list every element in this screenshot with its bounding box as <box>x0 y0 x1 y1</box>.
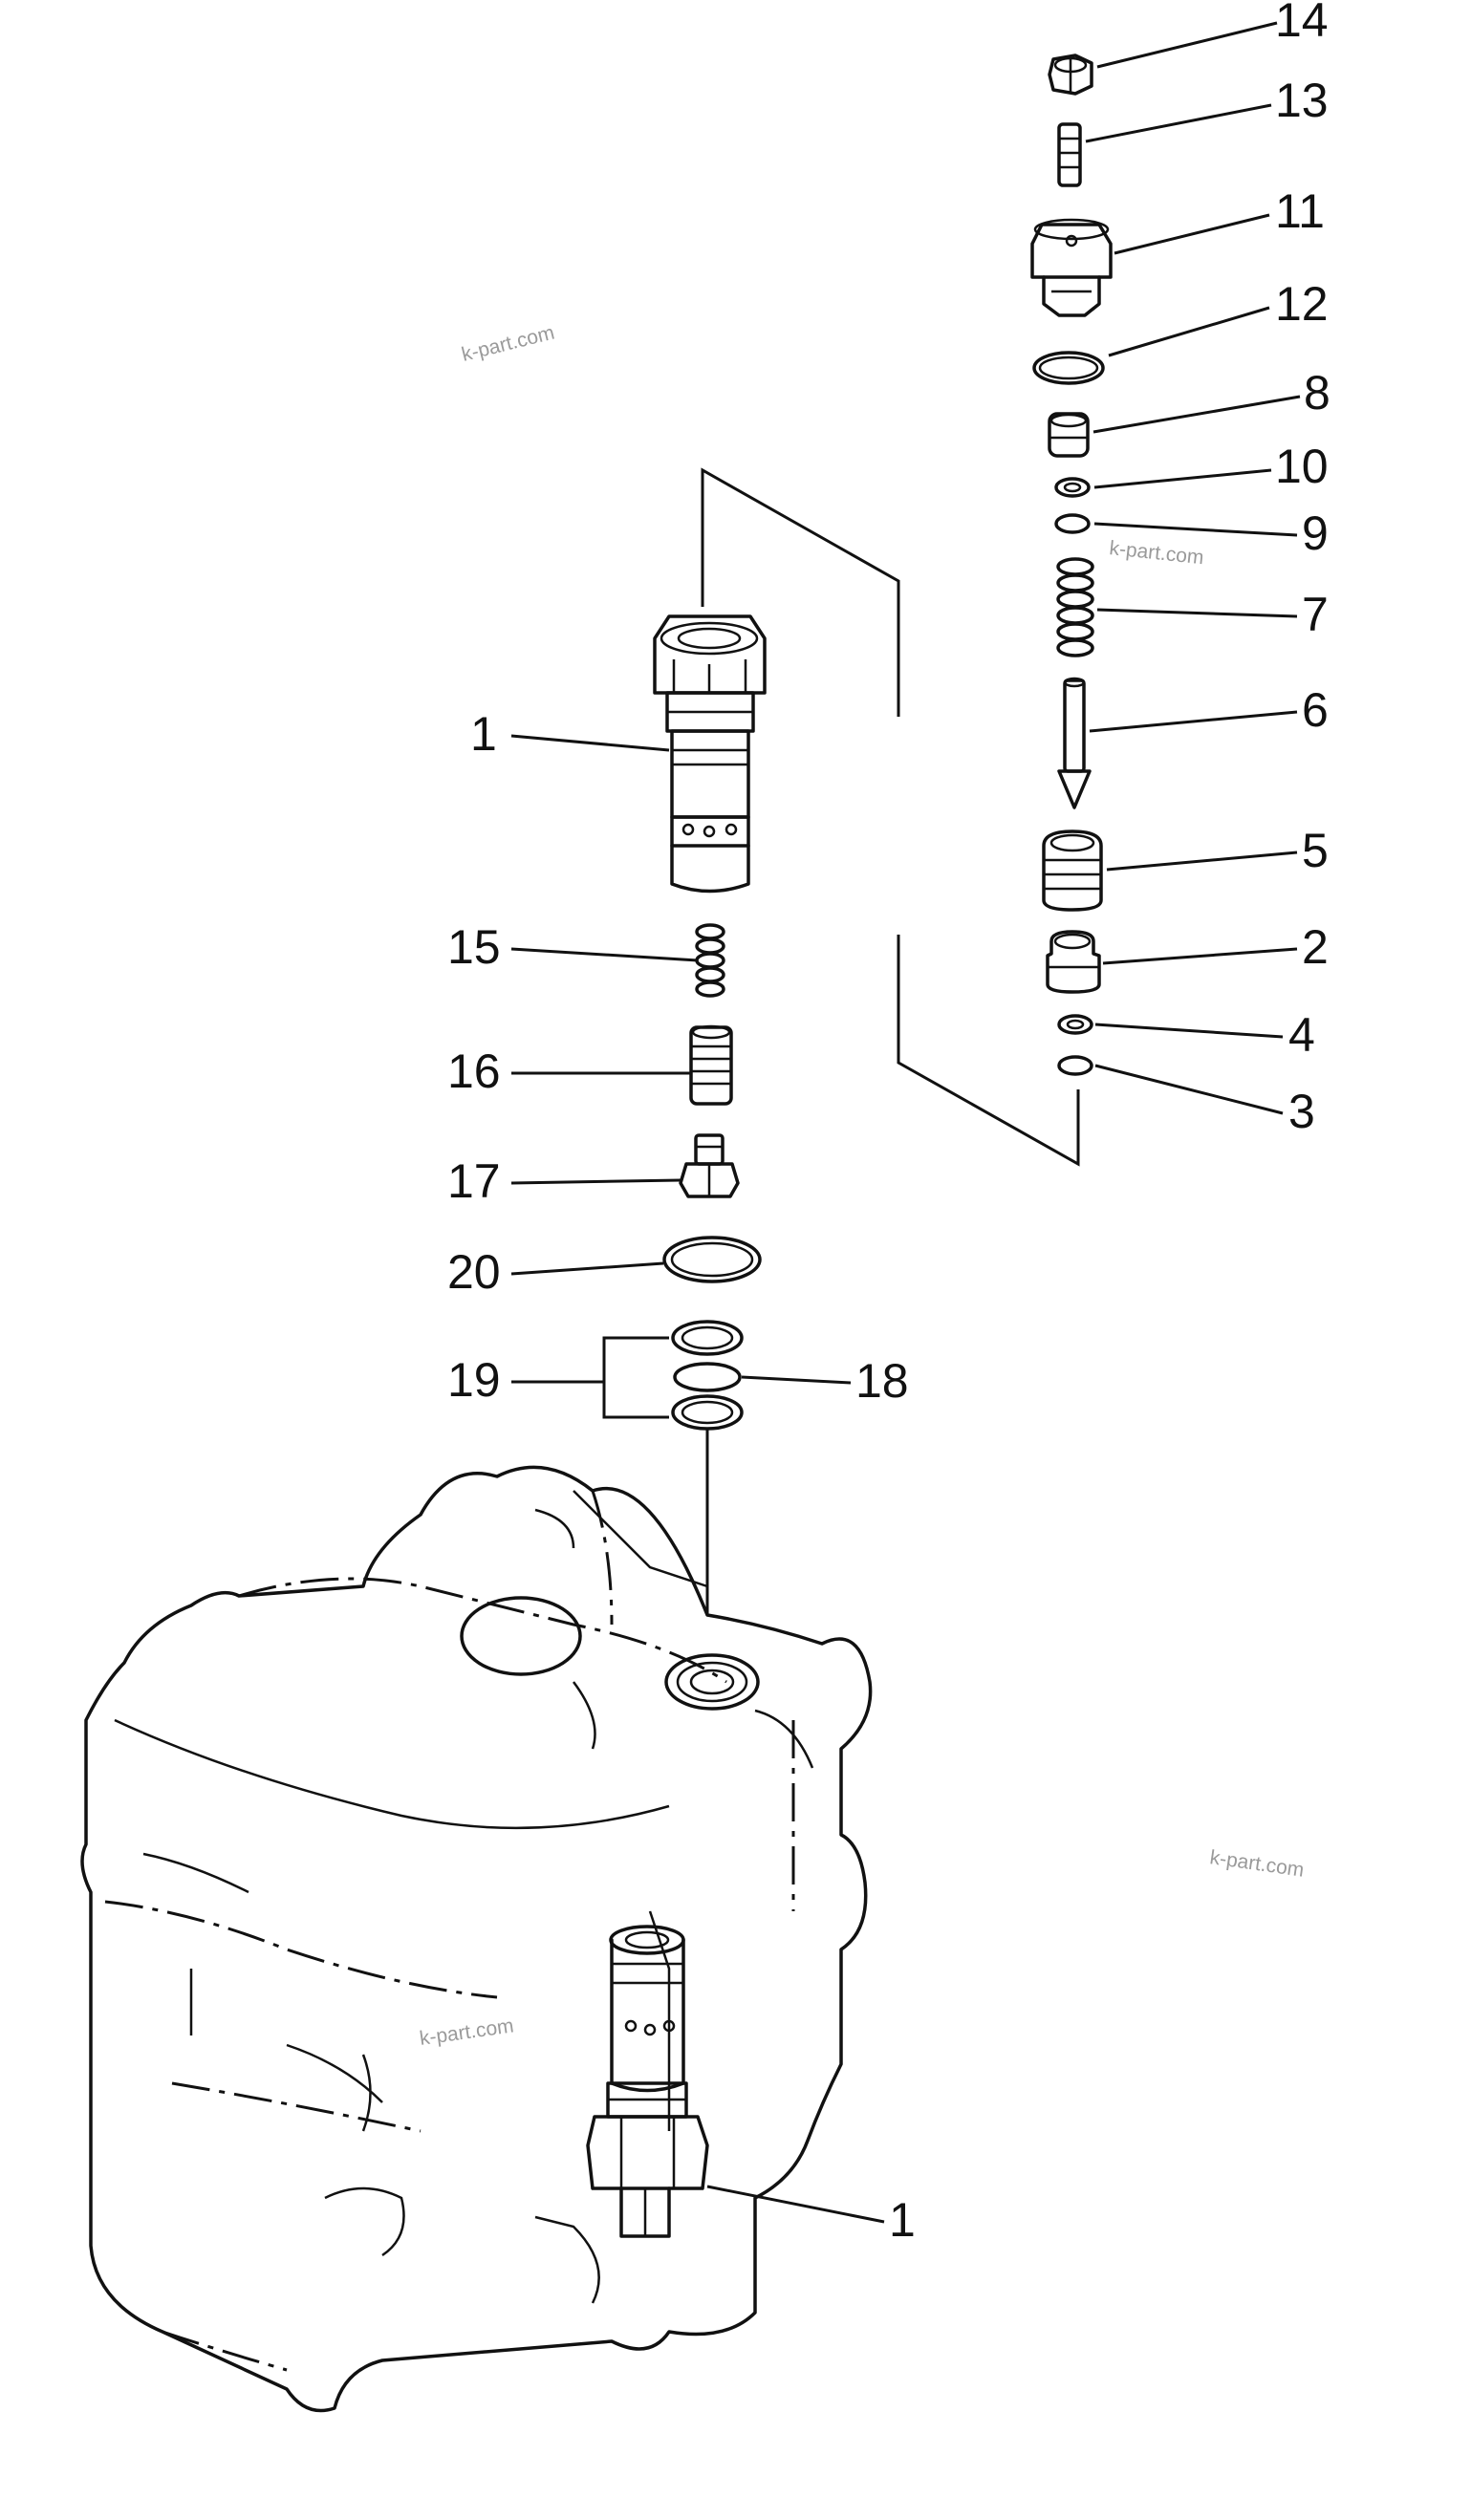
part-13-set-screw <box>1057 122 1082 187</box>
part-7-spring <box>1056 557 1094 657</box>
callout-15: 15 <box>447 920 501 974</box>
leader-lines <box>510 21 1301 2224</box>
callout-16: 16 <box>447 1045 501 1098</box>
part-20-o-ring <box>662 1236 762 1283</box>
part-16-piston <box>689 1024 733 1106</box>
callout-19: 19 <box>447 1353 501 1407</box>
callout-13: 13 <box>1275 74 1329 127</box>
valve-housing-body <box>80 1465 873 2413</box>
assembly-bracket <box>701 467 1080 1167</box>
part-17-plug <box>679 1133 740 1198</box>
callout-5: 5 <box>1302 824 1329 877</box>
part-2-sleeve <box>1046 930 1101 994</box>
watermark-4: k-part.com <box>418 2014 514 2050</box>
watermark-2: k-part.com <box>1108 537 1204 569</box>
callout-7: 7 <box>1302 588 1329 641</box>
part-19-backup-ring-bottom <box>671 1394 744 1431</box>
callout-3: 3 <box>1288 1085 1315 1138</box>
callout-14: 14 <box>1275 0 1329 47</box>
watermark-1: k-part.com <box>460 322 557 366</box>
part-19-backup-ring-top <box>671 1320 744 1356</box>
callout-8: 8 <box>1304 366 1330 420</box>
callout-11: 11 <box>1275 184 1325 238</box>
part-9-ring <box>1054 513 1091 534</box>
part-3-ring <box>1057 1055 1093 1076</box>
part-14-nut <box>1048 54 1093 96</box>
part-10-washer <box>1054 477 1091 498</box>
callout-20: 20 <box>447 1245 501 1299</box>
callout-18: 18 <box>855 1354 909 1408</box>
part-18-o-ring <box>673 1362 742 1392</box>
part-1-installed-cartridge <box>586 1925 709 2238</box>
part-5-seat <box>1042 829 1103 912</box>
housing-port-main <box>664 1653 760 1711</box>
callout-2: 2 <box>1302 920 1329 974</box>
part-8-plug <box>1048 412 1090 458</box>
part-4-washer <box>1057 1014 1093 1035</box>
part-1-valve-cartridge <box>653 614 767 894</box>
callout-12: 12 <box>1275 277 1329 331</box>
callout-6: 6 <box>1302 683 1329 737</box>
part-12-o-ring <box>1032 351 1105 385</box>
part-6-needle <box>1057 677 1092 809</box>
part-15-spring <box>695 923 725 998</box>
callout-10: 10 <box>1275 440 1329 493</box>
callout-9: 9 <box>1302 506 1329 560</box>
callout-4: 4 <box>1288 1008 1315 1062</box>
part-11-cap <box>1030 218 1113 317</box>
callout-17: 17 <box>447 1154 501 1208</box>
callout-1-top: 1 <box>470 707 497 761</box>
callout-labels: 14 13 11 12 8 10 9 7 6 5 2 4 3 1 15 16 1… <box>447 0 1330 2247</box>
watermark-3: k-part.com <box>1208 1846 1305 1882</box>
housing-port-upper <box>460 1596 582 1676</box>
callout-1-bottom: 1 <box>889 2193 916 2247</box>
